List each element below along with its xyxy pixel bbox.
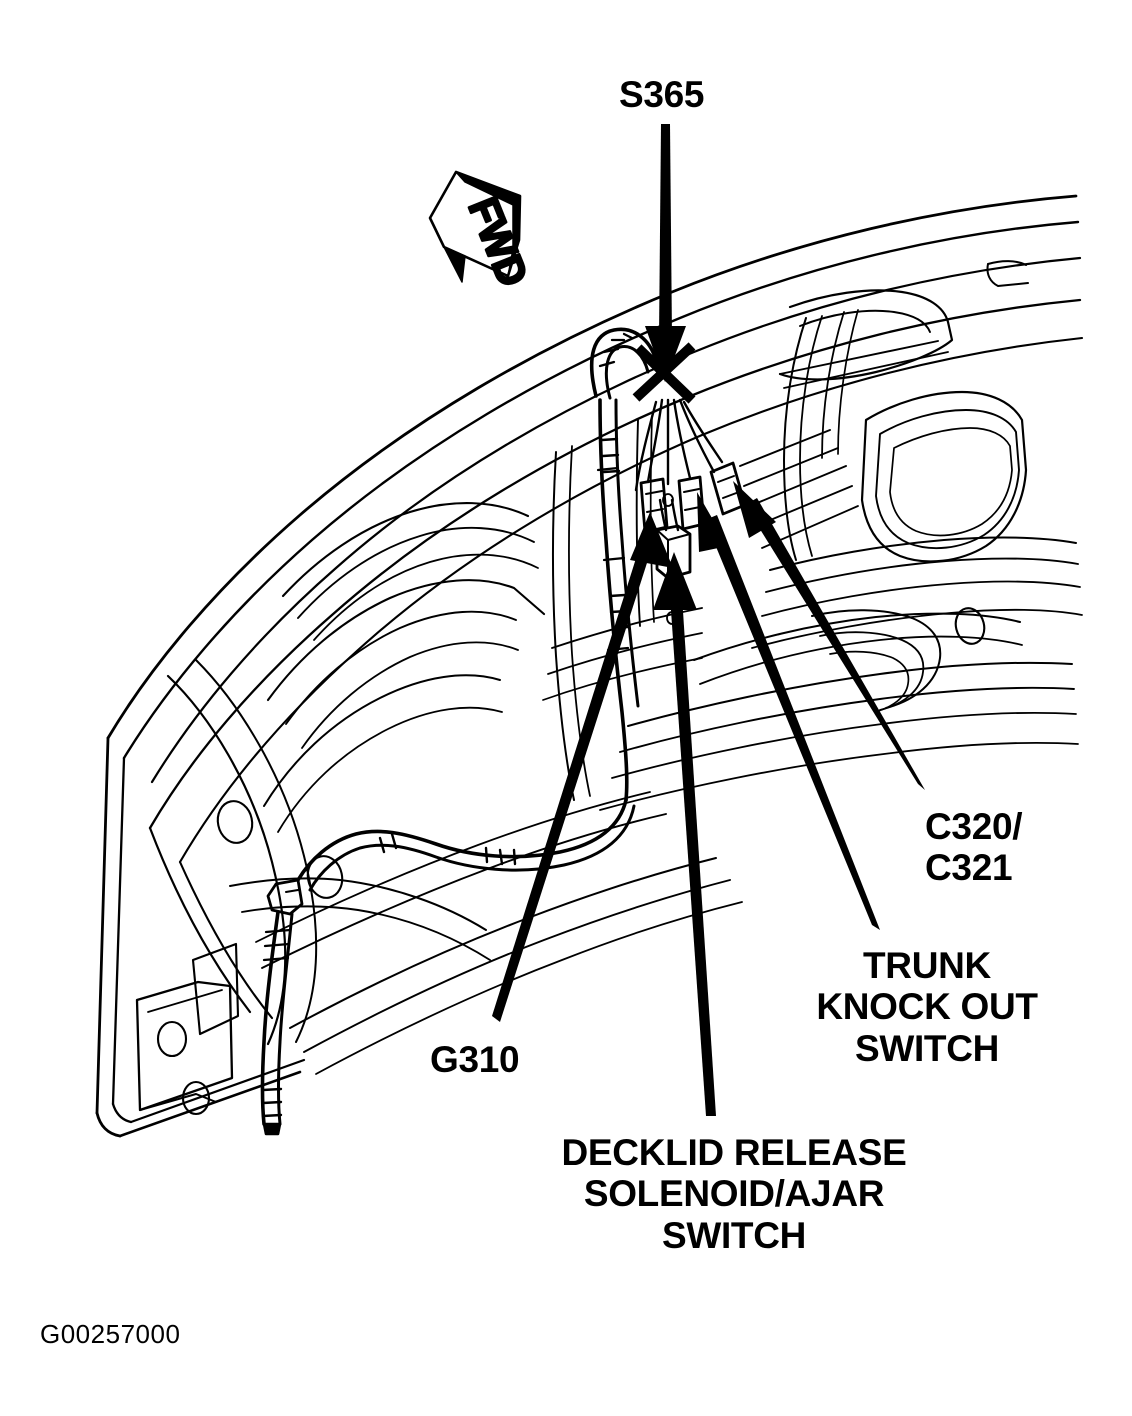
callout-label-decklid-release-solenoid: DECKLID RELEASE SOLENOID/AJAR SWITCH bbox=[561, 1132, 907, 1256]
lower-center-rails bbox=[255, 791, 743, 1075]
figure-id-code: G00257000 bbox=[40, 1319, 181, 1349]
callout-arrow-decklid-release bbox=[653, 552, 716, 1116]
right-panel-embossments bbox=[599, 260, 1083, 811]
embossed-ring-left bbox=[166, 659, 491, 1046]
fwd-orientation-marker: FWD bbox=[428, 170, 539, 294]
callout-arrow-s365 bbox=[645, 124, 686, 382]
mid-diagonal-rails bbox=[542, 429, 859, 701]
callout-label-c320-c321: C320/ C321 bbox=[925, 806, 1023, 889]
callout-arrow-trunk-knock-out-switch bbox=[697, 492, 880, 930]
wire-harness bbox=[260, 327, 724, 1136]
callout-arrow-g310 bbox=[492, 512, 673, 1022]
decklid-outer-panel bbox=[95, 194, 1082, 1138]
decklid-inner-panel bbox=[135, 298, 1084, 1116]
center-rib-cluster bbox=[263, 502, 546, 833]
callout-arrow-c320-c321 bbox=[733, 481, 925, 790]
callout-label-trunk-knock-out-switch: TRUNK KNOCK OUT SWITCH bbox=[816, 945, 1038, 1069]
callout-label-s365: S365 bbox=[619, 74, 705, 115]
callout-label-g310: G310 bbox=[430, 1039, 520, 1080]
